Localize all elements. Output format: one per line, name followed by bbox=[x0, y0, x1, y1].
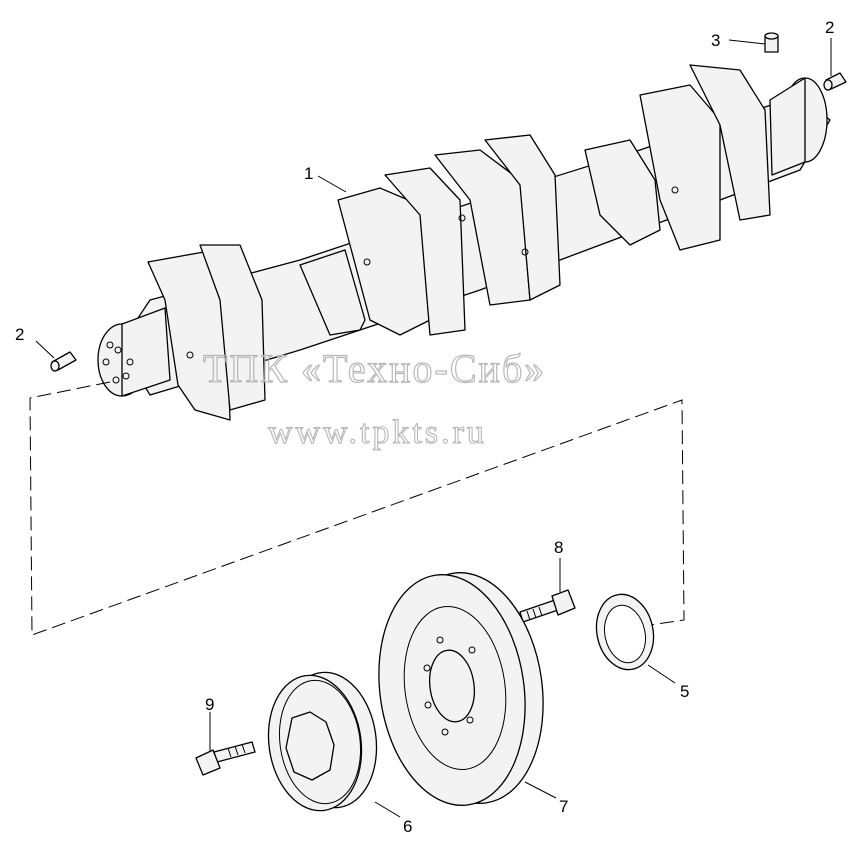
pin-3 bbox=[764, 32, 779, 53]
callout-2-right: 2 bbox=[825, 18, 834, 37]
assembly-line bbox=[29, 381, 685, 636]
callout-7: 7 bbox=[559, 797, 568, 816]
callout-2-left: 2 bbox=[15, 325, 24, 344]
callout-3: 3 bbox=[711, 31, 720, 50]
callout-6: 6 bbox=[403, 817, 412, 836]
bolt-8 bbox=[519, 589, 576, 623]
pulley bbox=[267, 671, 378, 812]
damper-disk bbox=[378, 572, 544, 806]
callout-5: 5 bbox=[680, 682, 689, 701]
callout-9: 9 bbox=[205, 695, 214, 714]
callout-1: 1 bbox=[304, 164, 313, 183]
dowel-pin-right bbox=[823, 72, 847, 91]
seal-ring bbox=[595, 593, 655, 671]
watermark-company: ТПК «Техно-Сиб» bbox=[203, 346, 546, 391]
bolt-9 bbox=[195, 741, 256, 776]
callout-8: 8 bbox=[554, 538, 563, 557]
crankshaft bbox=[97, 64, 831, 421]
leader-lines bbox=[35, 38, 832, 818]
watermark-url: www.tpkts.ru bbox=[268, 414, 487, 451]
dowel-pin-left bbox=[50, 351, 77, 372]
